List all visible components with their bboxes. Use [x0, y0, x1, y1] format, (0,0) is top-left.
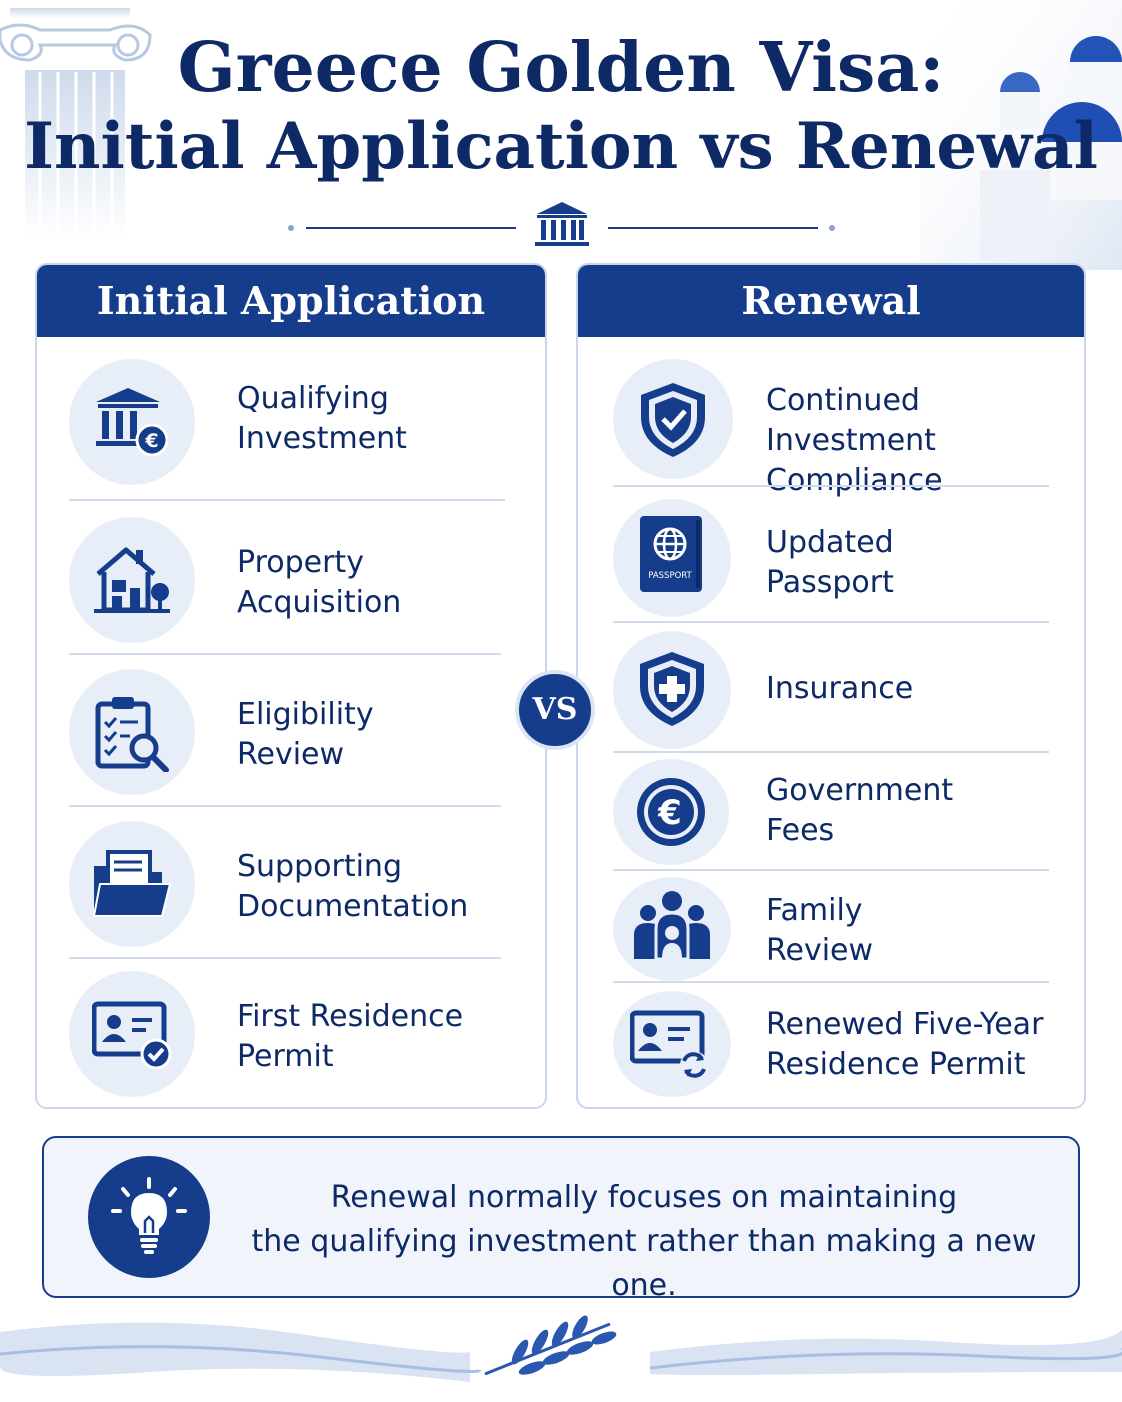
passport-icon-text: PASSPORT [648, 571, 692, 581]
title-line-2: Initial Application vs Renewal [24, 109, 1098, 184]
house-icon [94, 547, 170, 613]
family-icon [634, 891, 710, 961]
wave-decoration [0, 1315, 1122, 1382]
id-card-check-icon [92, 1001, 172, 1070]
bank-euro-icon: € [96, 388, 169, 457]
vs-badge: VS [515, 670, 595, 750]
title-divider [288, 202, 835, 246]
id-card-renew-icon [630, 1010, 708, 1079]
item-label: Property Acquisition [237, 545, 402, 620]
bank-divider-icon [535, 202, 589, 246]
euro-coin-icon: € [637, 778, 705, 846]
svg-text:€: € [144, 430, 158, 452]
lightbulb-icon [111, 1177, 187, 1254]
page-title: Greece Golden Visa: Initial Application … [0, 28, 1122, 186]
title-line-1: Greece Golden Visa: [177, 28, 945, 108]
list-item: € Government Fees [578, 759, 1084, 871]
shield-cross-icon [640, 652, 704, 726]
initial-application-panel: Initial Application € Qualifying Investm… [35, 263, 547, 1109]
item-label: Eligibility Review [237, 697, 374, 772]
list-item: First Residence Permit [37, 971, 545, 1107]
list-item: Renewed Five-Year Residence Permit [578, 991, 1084, 1101]
list-item: Property Acquisition [37, 517, 545, 657]
renewal-heading: Renewal [578, 265, 1084, 337]
list-item: Supporting Documentation [37, 821, 545, 961]
folder-icon [92, 850, 172, 917]
item-label: First Residence Permit [237, 999, 464, 1074]
summary-note: Renewal normally focuses on maintaining … [42, 1136, 1080, 1303]
renewal-panel: Renewal Continued Investment Compliance [576, 263, 1086, 1109]
item-label: Government Fees [766, 773, 954, 848]
list-item: € Qualifying Investment [37, 359, 545, 501]
svg-text:€: € [657, 793, 682, 833]
item-label: Qualifying Investment [237, 381, 407, 456]
item-label: Continued Investment Compliance [766, 383, 943, 498]
note-line-1: Renewal normally focuses on maintaining [330, 1180, 958, 1215]
list-item: PASSPORT Updated Passport [578, 499, 1084, 623]
laurel-icon [484, 1315, 617, 1376]
list-item: Insurance [578, 631, 1084, 753]
list-item: Eligibility Review [37, 669, 545, 809]
item-label: Supporting Documentation [237, 849, 469, 924]
list-item: Family Review [578, 877, 1084, 985]
item-label: Insurance [766, 671, 914, 706]
list-item: Continued Investment Compliance [578, 359, 1084, 498]
clipboard-search-icon [95, 697, 169, 772]
shield-check-icon [641, 383, 705, 457]
item-label: Renewed Five-Year Residence Permit [766, 1007, 1044, 1082]
initial-application-heading: Initial Application [37, 265, 545, 337]
passport-icon: PASSPORT [640, 516, 702, 592]
note-line-2: the qualifying investment rather than ma… [251, 1224, 1037, 1303]
item-label: Updated Passport [766, 525, 894, 600]
item-label: Family Review [766, 893, 874, 968]
